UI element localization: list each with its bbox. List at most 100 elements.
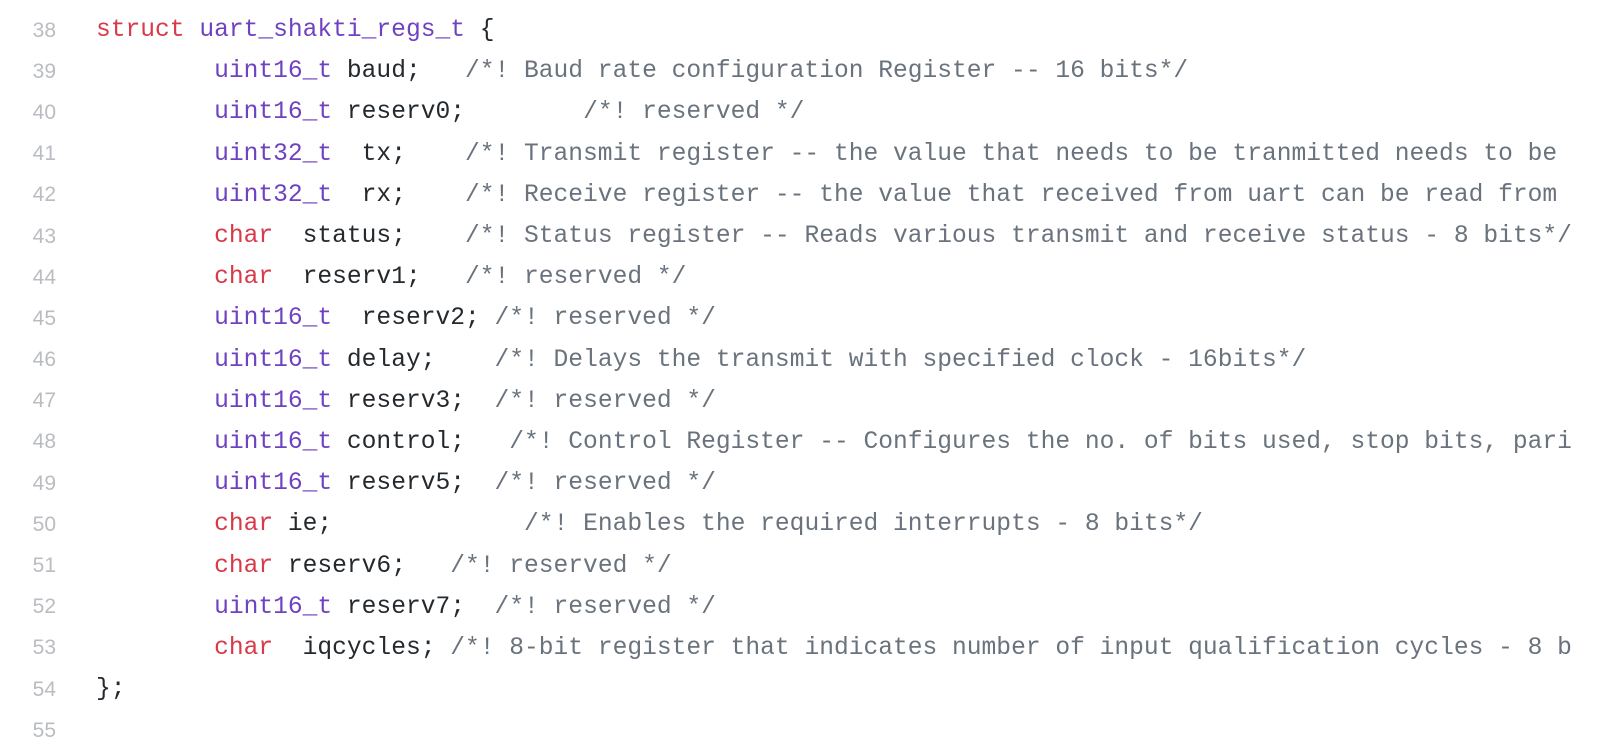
identifier: reserv3; bbox=[332, 387, 495, 415]
comment: /*! reserved */ bbox=[494, 305, 716, 333]
keyword: char bbox=[214, 552, 274, 580]
identifier: reserv0; bbox=[332, 99, 584, 127]
identifier: control; bbox=[332, 428, 510, 456]
code-line: 39 uint16_t baud; /*! Baud rate configur… bbox=[0, 51, 1612, 92]
keyword: char bbox=[214, 264, 274, 292]
code-line: 45 uint16_t reserv2; /*! reserved */ bbox=[0, 298, 1612, 339]
line-source: uint16_t reserv3; /*! reserved */ bbox=[56, 388, 716, 415]
line-source: uint16_t reserv7; /*! reserved */ bbox=[56, 594, 716, 621]
line-source: uint16_t reserv2; /*! reserved */ bbox=[56, 305, 716, 332]
line-source: }; bbox=[56, 676, 126, 703]
comment: /*! Status register -- Reads various tra… bbox=[465, 223, 1572, 251]
comment: /*! Baud rate configuration Register -- … bbox=[464, 58, 1189, 86]
line-number[interactable]: 48 bbox=[32, 430, 56, 454]
comment: /*! reserved */ bbox=[494, 470, 716, 498]
comment: /*! reserved */ bbox=[494, 593, 716, 621]
line-number[interactable]: 53 bbox=[32, 636, 56, 660]
type-name: uint16_t bbox=[214, 305, 333, 333]
comment: /*! reserved */ bbox=[450, 552, 672, 580]
comment: /*! Delays the transmit with specified c… bbox=[494, 346, 1307, 374]
type-name: uint16_t bbox=[214, 593, 333, 621]
code-line: 44 char reserv1; /*! reserved */ bbox=[0, 257, 1612, 298]
line-source: char ie; /*! Enables the required interr… bbox=[56, 511, 1203, 538]
identifier: delay; bbox=[332, 346, 495, 374]
line-source: uint32_t tx; /*! Transmit register -- th… bbox=[56, 141, 1557, 168]
line-number[interactable]: 47 bbox=[32, 389, 56, 413]
type-name: uint32_t bbox=[214, 140, 333, 168]
code-line: 40 uint16_t reserv0; /*! reserved */ bbox=[0, 92, 1612, 133]
identifier: iqcycles; bbox=[273, 634, 451, 662]
identifier: reserv1; bbox=[273, 264, 465, 292]
code-line: 46 uint16_t delay; /*! Delays the transm… bbox=[0, 340, 1612, 381]
code-line: 47 uint16_t reserv3; /*! reserved */ bbox=[0, 381, 1612, 422]
line-source: uint16_t reserv5; /*! reserved */ bbox=[56, 470, 716, 497]
line-number[interactable]: 38 bbox=[32, 18, 56, 42]
line-number[interactable]: 55 bbox=[32, 718, 56, 742]
line-source: struct uart_shakti_regs_t { bbox=[56, 17, 495, 44]
code-line: 42 uint32_t rx; /*! Receive register -- … bbox=[0, 175, 1612, 216]
comment: /*! 8-bit register that indicates number… bbox=[450, 634, 1572, 662]
line-number[interactable]: 40 bbox=[32, 100, 56, 124]
identifier: ie; bbox=[273, 511, 525, 539]
type-name: uint16_t bbox=[214, 58, 333, 86]
type-name: uint16_t bbox=[214, 387, 333, 415]
line-number[interactable]: 46 bbox=[32, 348, 56, 372]
comment: /*! reserved */ bbox=[465, 264, 687, 292]
line-number[interactable]: 52 bbox=[32, 595, 56, 619]
keyword: struct bbox=[96, 17, 185, 45]
line-number[interactable]: 45 bbox=[32, 306, 56, 330]
code-line: 52 uint16_t reserv7; /*! reserved */ bbox=[0, 587, 1612, 628]
code-line: 49 uint16_t reserv5; /*! reserved */ bbox=[0, 463, 1612, 504]
code-line: 55 bbox=[0, 710, 1612, 751]
line-source: uint16_t delay; /*! Delays the transmit … bbox=[56, 347, 1306, 374]
line-source: uint16_t baud; /*! Baud rate configurati… bbox=[56, 58, 1188, 85]
comment: /*! reserved */ bbox=[583, 99, 805, 127]
line-number[interactable]: 50 bbox=[32, 512, 56, 536]
line-source: uint16_t control; /*! Control Register -… bbox=[56, 429, 1572, 456]
keyword: char bbox=[214, 634, 274, 662]
identifier: tx; bbox=[332, 140, 465, 168]
type-name: uint16_t bbox=[214, 346, 333, 374]
code-line: 54}; bbox=[0, 669, 1612, 710]
type-name: uart_shakti_regs_t bbox=[184, 17, 465, 45]
identifier: reserv5; bbox=[332, 470, 495, 498]
identifier: { bbox=[464, 17, 495, 45]
comment: /*! Receive register -- the value that r… bbox=[464, 181, 1558, 209]
line-source: char iqcycles; /*! 8-bit register that i… bbox=[56, 635, 1572, 662]
keyword: char bbox=[214, 511, 274, 539]
identifier: status; bbox=[273, 223, 465, 251]
code-line: 43 char status; /*! Status register -- R… bbox=[0, 216, 1612, 257]
comment: /*! Transmit register -- the value that … bbox=[464, 140, 1558, 168]
line-number[interactable]: 39 bbox=[32, 59, 56, 83]
comment: /*! Control Register -- Configures the n… bbox=[509, 428, 1572, 456]
comment: /*! reserved */ bbox=[494, 387, 716, 415]
type-name: uint16_t bbox=[214, 470, 333, 498]
line-number[interactable]: 42 bbox=[32, 183, 56, 207]
line-number[interactable]: 43 bbox=[32, 224, 56, 248]
line-number[interactable]: 54 bbox=[32, 677, 56, 701]
identifier: }; bbox=[96, 676, 126, 704]
line-source: uint16_t reserv0; /*! reserved */ bbox=[56, 99, 804, 126]
line-source: char status; /*! Status register -- Read… bbox=[56, 223, 1572, 250]
identifier: reserv6; bbox=[273, 552, 451, 580]
code-line: 51 char reserv6; /*! reserved */ bbox=[0, 545, 1612, 586]
code-line: 41 uint32_t tx; /*! Transmit register --… bbox=[0, 134, 1612, 175]
line-number[interactable]: 51 bbox=[32, 554, 56, 578]
type-name: uint16_t bbox=[214, 99, 333, 127]
keyword: char bbox=[214, 223, 274, 251]
type-name: uint32_t bbox=[214, 181, 333, 209]
comment: /*! Enables the required interrupts - 8 … bbox=[524, 511, 1203, 539]
type-name: uint16_t bbox=[214, 428, 333, 456]
line-source: char reserv1; /*! reserved */ bbox=[56, 264, 686, 291]
line-number[interactable]: 41 bbox=[32, 142, 56, 166]
code-line: 50 char ie; /*! Enables the required int… bbox=[0, 504, 1612, 545]
code-line: 48 uint16_t control; /*! Control Registe… bbox=[0, 422, 1612, 463]
line-source: char reserv6; /*! reserved */ bbox=[56, 553, 672, 580]
code-line: 53 char iqcycles; /*! 8-bit register tha… bbox=[0, 628, 1612, 669]
identifier: baud; bbox=[332, 58, 465, 86]
line-number[interactable]: 44 bbox=[32, 265, 56, 289]
identifier: reserv2; bbox=[332, 305, 495, 333]
line-number[interactable]: 49 bbox=[32, 471, 56, 495]
